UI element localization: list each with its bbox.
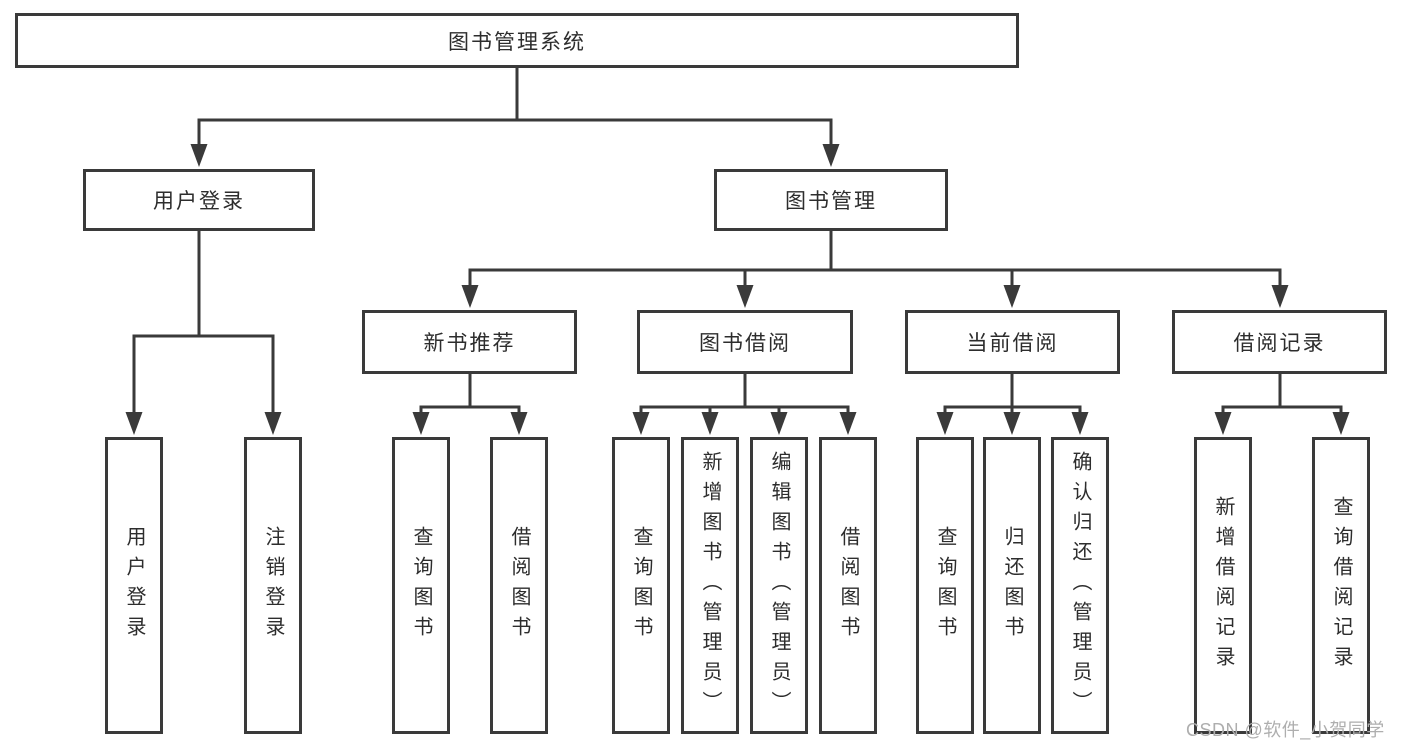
leaf-confirm-return-admin: 确认归还（管理员） [1051, 437, 1109, 734]
node-label: 查询图书 [630, 525, 652, 646]
node-label: 借阅记录 [1233, 332, 1326, 355]
leaf-add-borrow-record: 新增借阅记录 [1194, 437, 1252, 734]
node-label: 编辑图书（管理员） [768, 450, 790, 721]
leaf-return-book: 归还图书 [983, 437, 1041, 734]
node-label: 查询图书 [410, 525, 432, 646]
watermark: CSDN @软件_小贺同学 [1186, 720, 1385, 740]
leaf-user-login: 用户登录 [105, 437, 163, 734]
node-library-system: 图书管理系统 [15, 13, 1019, 68]
node-label: 新增借阅记录 [1212, 495, 1234, 676]
node-label: 查询借阅记录 [1330, 495, 1352, 676]
node-book-management: 图书管理 [714, 169, 948, 231]
leaf-borrow-book-recommend: 借阅图书 [490, 437, 548, 734]
node-label: 图书借阅 [699, 332, 791, 355]
leaf-query-borrow-record: 查询借阅记录 [1312, 437, 1370, 734]
node-label: 用户登录 [123, 525, 145, 646]
node-book-borrow: 图书借阅 [637, 310, 853, 374]
node-new-book-recommend: 新书推荐 [362, 310, 577, 374]
node-label: 归还图书 [1001, 525, 1023, 646]
leaf-borrow-book: 借阅图书 [819, 437, 877, 734]
leaf-query-book-recommend: 查询图书 [392, 437, 450, 734]
node-label: 确认归还（管理员） [1069, 450, 1091, 721]
leaf-edit-book-admin: 编辑图书（管理员） [750, 437, 808, 734]
node-label: 查询图书 [934, 525, 956, 646]
leaf-logout-login: 注销登录 [244, 437, 302, 734]
node-label: 借阅图书 [508, 525, 530, 646]
node-borrow-record: 借阅记录 [1172, 310, 1387, 374]
node-label: 新书推荐 [423, 332, 516, 355]
leaf-add-book-admin: 新增图书（管理员） [681, 437, 739, 734]
node-label: 新增图书（管理员） [699, 450, 721, 721]
node-label: 注销登录 [262, 525, 284, 646]
node-label: 用户登录 [153, 190, 245, 213]
node-label: 借阅图书 [837, 525, 859, 646]
node-label: 图书管理系统 [448, 30, 586, 54]
node-label: 图书管理 [785, 190, 877, 213]
node-user-login: 用户登录 [83, 169, 315, 231]
node-label: 当前借阅 [966, 332, 1059, 355]
node-current-borrow: 当前借阅 [905, 310, 1120, 374]
leaf-query-book-current: 查询图书 [916, 437, 974, 734]
leaf-query-book-borrow: 查询图书 [612, 437, 670, 734]
